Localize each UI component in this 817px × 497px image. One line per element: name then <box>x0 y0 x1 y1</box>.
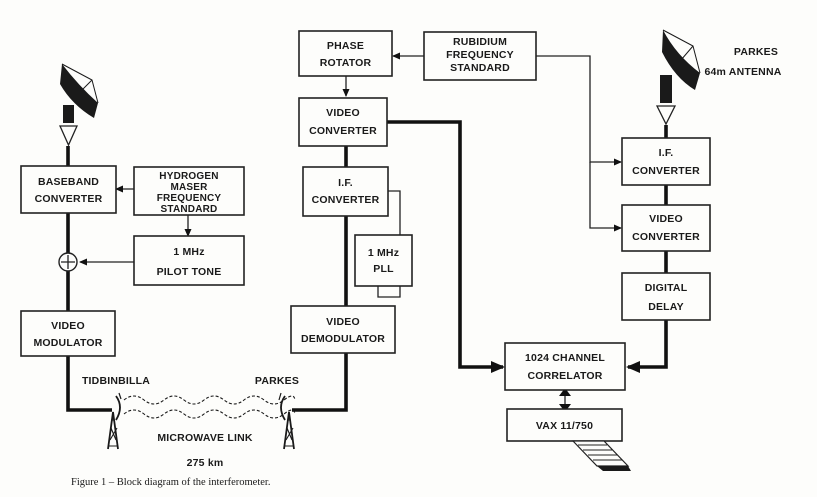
video-demodulator-block: VIDEO DEMODULATOR <box>290 305 396 354</box>
if-converter-mid-line1: I.F. <box>338 177 353 189</box>
digital-delay-line2: DELAY <box>648 301 684 313</box>
video-converter-middle-block: VIDEO CONVERTER <box>298 97 388 147</box>
phase-rotator-line1: PHASE <box>327 40 364 52</box>
video-converter-right-block: VIDEO CONVERTER <box>621 204 711 252</box>
baseband-line2: CONVERTER <box>35 193 103 205</box>
connectors <box>66 52 668 412</box>
video-converter-right-line2: CONVERTER <box>632 231 700 243</box>
printer-paper-icon <box>571 440 631 471</box>
pll-line1: 1 MHz <box>368 247 399 259</box>
if-converter-right-block: I.F. CONVERTER <box>621 137 711 186</box>
baseband-line1: BASEBAND <box>38 176 99 188</box>
phase-rotator-block: PHASE ROTATOR <box>298 30 393 77</box>
vax-computer-block: VAX 11/750 <box>506 408 623 442</box>
phase-rotator-line2: ROTATOR <box>320 57 372 69</box>
parkes-antenna-label-line1: PARKES <box>734 46 778 58</box>
parkes-antenna-label-line2: 64m ANTENNA <box>704 66 781 78</box>
tidbinbilla-tower-icon <box>107 392 122 450</box>
pilot-tone-block: 1 MHz PILOT TONE <box>133 235 245 286</box>
video-modulator-line2: MODULATOR <box>33 337 102 349</box>
video-modulator-block: VIDEO MODULATOR <box>20 310 116 357</box>
correlator-line1: 1024 CHANNEL <box>525 352 605 364</box>
vax-label: VAX 11/750 <box>536 420 593 432</box>
microwave-link-icon <box>123 395 296 419</box>
rubidium-line2: FREQUENCY <box>446 49 514 61</box>
microwave-link-label: MICROWAVE LINK <box>157 432 253 444</box>
if-converter-mid-line2: CONVERTER <box>312 194 380 206</box>
maser-line1: HYDROGEN <box>159 171 218 182</box>
tidbinbilla-dish-antenna-icon <box>58 63 99 147</box>
digital-delay-line1: DIGITAL <box>645 282 688 294</box>
correlator-line2: CORRELATOR <box>527 370 602 382</box>
video-modulator-line1: VIDEO <box>51 320 85 332</box>
figure-caption: Figure 1 – Block diagram of the interfer… <box>71 477 270 488</box>
pilot-tone-line2: PILOT TONE <box>157 266 222 278</box>
rubidium-frequency-standard-block: RUBIDIUM FREQUENCY STANDARD <box>423 31 537 81</box>
if-converter-right-line2: CONVERTER <box>632 165 700 177</box>
parkes-station-label: PARKES <box>255 375 299 387</box>
video-converter-mid-line2: CONVERTER <box>309 125 377 137</box>
maser-line2: MASER <box>170 182 208 193</box>
maser-line3: FREQUENCY <box>157 193 222 204</box>
blocks: PHASE ROTATOR RUBIDIUM FREQUENCY STANDAR… <box>20 30 711 442</box>
rubidium-line1: RUBIDIUM <box>453 36 507 48</box>
video-demodulator-line1: VIDEO <box>326 316 360 328</box>
pilot-tone-line1: 1 MHz <box>173 246 204 258</box>
hydrogen-maser-block: HYDROGEN MASER FREQUENCY STANDARD <box>133 166 245 216</box>
parkes-tower-icon <box>278 392 295 450</box>
maser-line4: STANDARD <box>161 204 218 215</box>
pll-line2: PLL <box>373 263 394 275</box>
distance-label: 275 km <box>187 457 224 469</box>
parkes-dish-antenna-icon <box>655 29 701 126</box>
tidbinbilla-label: TIDBINBILLA <box>82 375 150 387</box>
baseband-converter-block: BASEBAND CONVERTER <box>20 165 117 214</box>
correlator-block: 1024 CHANNEL CORRELATOR <box>504 342 626 391</box>
video-converter-mid-line1: VIDEO <box>326 107 360 119</box>
video-converter-right-line1: VIDEO <box>649 213 683 225</box>
pll-block: 1 MHz PLL <box>354 234 413 287</box>
video-demodulator-line2: DEMODULATOR <box>301 333 385 345</box>
summing-junction-icon <box>58 252 78 272</box>
rubidium-line3: STANDARD <box>450 62 510 74</box>
if-converter-middle-block: I.F. CONVERTER <box>302 166 389 217</box>
if-converter-right-line1: I.F. <box>659 147 674 159</box>
digital-delay-block: DIGITAL DELAY <box>621 272 711 321</box>
